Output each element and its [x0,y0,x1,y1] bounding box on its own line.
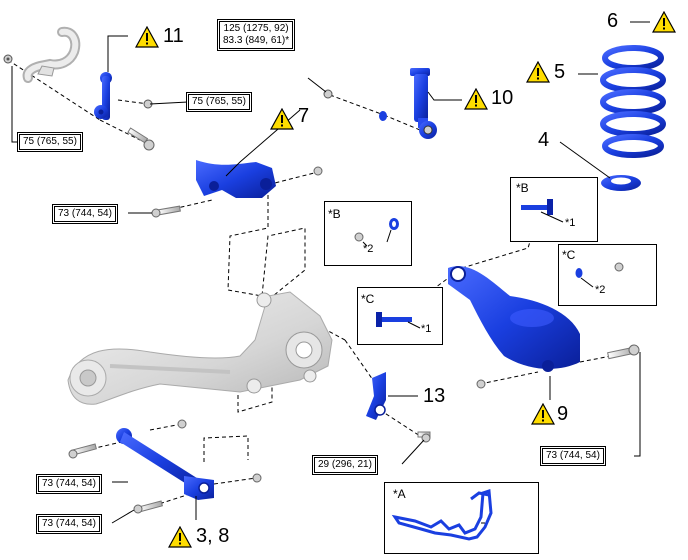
torque-toe-link-bolt-lower: 73 (744, 54) [36,514,102,534]
inset-C-lower: *C *1 [357,287,443,345]
inset-A: *A [384,482,539,554]
callout-3-8: 3, 8 [196,525,230,547]
inset-B-lower: *B *2 [324,201,412,266]
bracket [366,372,431,443]
warning-triangle-icon [531,403,555,425]
callout-5: 5 [554,61,566,83]
warning-triangle-icon [168,526,192,548]
callout-10: 10 [491,87,514,109]
inset-A-parts [391,488,493,541]
rear-axle-carrier [67,291,333,405]
link-hardware [3,54,155,151]
torque-line-1: 125 (1275, 92) [223,23,289,34]
warning-triangle-icon [652,11,676,33]
torque-link-nut-lower: 75 (765, 55) [17,132,83,152]
inset-C-upper-parts [575,262,624,288]
assembly-lines [7,59,633,511]
lower-control-arm [448,266,640,389]
callout-6: 6 [607,10,619,32]
warning-triangle-icon [270,108,294,130]
torque-upper-arm-bolt: 73 (744, 54) [52,204,118,224]
inset-C-lower-parts [376,312,421,329]
torque-toe-link-bolt-upper: 73 (744, 54) [36,474,102,494]
torque-lower-arm-bolt: 73 (744, 54) [540,446,606,466]
torque-bracket-bolt: 29 (296, 21) [312,455,378,475]
upper-control-arm [151,160,323,218]
stabilizer-bar [22,26,81,83]
stabilizer-link [94,72,112,120]
callout-4: 4 [538,129,550,151]
torque-link-nut-upper: 75 (765, 55) [186,92,252,112]
inset-B-upper-parts [521,199,564,223]
torque-line-2: 83.3 (849, 61)* [223,35,290,46]
shock-absorber [323,68,437,139]
coil-spring [600,45,666,158]
inset-C-upper: *C *2 [558,244,657,306]
callout-11: 11 [163,25,184,47]
warning-triangle-icon [464,88,488,110]
callout-9: 9 [557,403,569,425]
callout-13: 13 [423,385,446,407]
toe-link [68,419,262,514]
warning-triangle-icon [526,61,550,83]
warning-triangle-icon [135,26,159,48]
torque-shock-upper: 125 (1275, 92) 83.3 (849, 61)* [217,19,296,51]
callout-7: 7 [298,105,310,127]
inset-B-lower-parts [354,218,399,247]
spring-insulator [601,175,641,191]
leader-lines [11,21,650,525]
inset-B-upper: *B *1 [510,177,598,242]
